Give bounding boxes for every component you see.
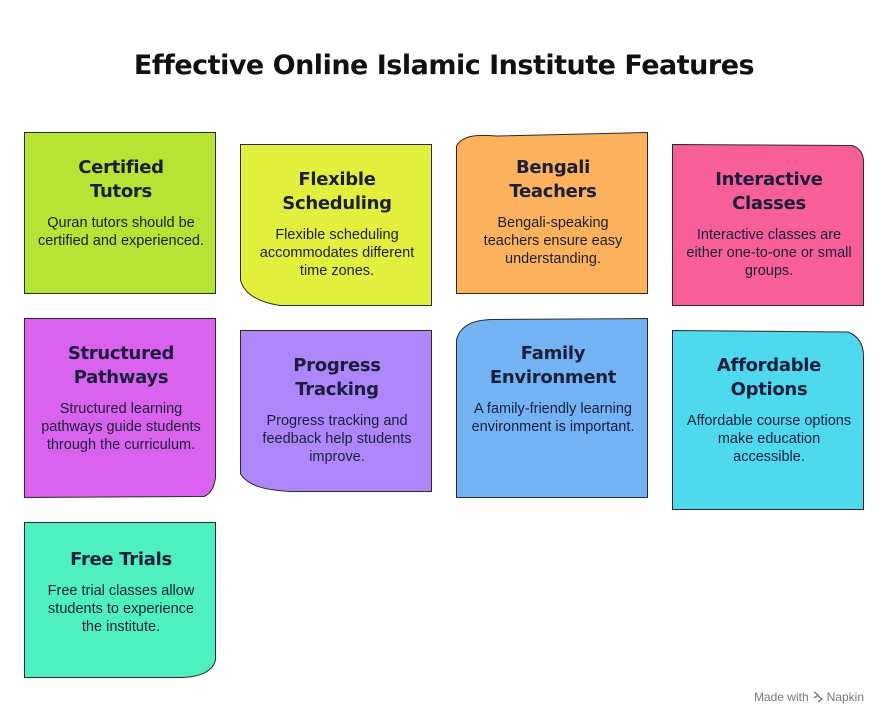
note-body: A family-friendly learning environment i… [471, 401, 635, 435]
note-body: Progress tracking and feedback help stud… [262, 413, 412, 465]
note-heading: Flexible Scheduling [282, 169, 392, 214]
note-heading: Structured Pathways [67, 343, 175, 388]
note-affordable-options: Affordable Options Affordable course opt… [672, 329, 866, 510]
note-heading: Interactive Classes [715, 169, 823, 214]
note-heading: Free Trials [70, 549, 172, 570]
note-progress-tracking: Progress Tracking Progress tracking and … [240, 330, 434, 494]
note-shape [24, 318, 216, 499]
note-body: Affordable course options make education… [686, 413, 852, 465]
note-body: Free trial classes allow students to exp… [47, 583, 195, 635]
note-shape [672, 329, 864, 510]
note-shape [456, 317, 648, 498]
footer-credit: Made with Napkin [754, 690, 864, 704]
note-interactive-classes: Interactive Classes Interactive classes … [672, 143, 866, 308]
note-flexible-scheduling: Flexible Scheduling Flexible scheduling … [240, 144, 434, 308]
note-shape [240, 330, 432, 492]
note-family-environment: Family Environment A family-friendly lea… [456, 317, 650, 498]
note-shape [456, 131, 648, 294]
note-heading: Affordable Options [716, 355, 822, 400]
note-shape [24, 132, 216, 294]
note-heading: Certified Tutors [78, 157, 164, 202]
note-body: Flexible scheduling accommodates differe… [259, 227, 415, 279]
note-shape [672, 143, 864, 306]
note-shape [240, 144, 432, 306]
note-structured-pathways: Structured Pathways Structured learning … [24, 318, 218, 499]
napkin-logo-icon [813, 691, 823, 703]
note-bengali-teachers: Bengali Teachers Bengali-speaking teache… [456, 131, 650, 296]
note-heading: Progress Tracking [293, 355, 381, 400]
page-title: Effective Online Islamic Institute Featu… [133, 50, 755, 81]
note-heading: Bengali Teachers [509, 157, 597, 202]
note-shape [24, 522, 216, 678]
note-body: Interactive classes are either one-to-on… [686, 227, 852, 279]
note-heading: Family Environment [489, 343, 617, 388]
note-certified-tutors: Certified Tutors Quran tutors should be … [24, 132, 218, 296]
note-body: Structured learning pathways guide stude… [41, 401, 201, 453]
footer-brand: Napkin [826, 690, 864, 704]
footer-made-with: Made with [753, 690, 809, 704]
note-body: Bengali-speaking teachers ensure easy un… [483, 215, 623, 267]
note-free-trials: Free Trials Free trial classes allow stu… [24, 522, 218, 686]
note-body: Quran tutors should be certified and exp… [37, 215, 205, 249]
